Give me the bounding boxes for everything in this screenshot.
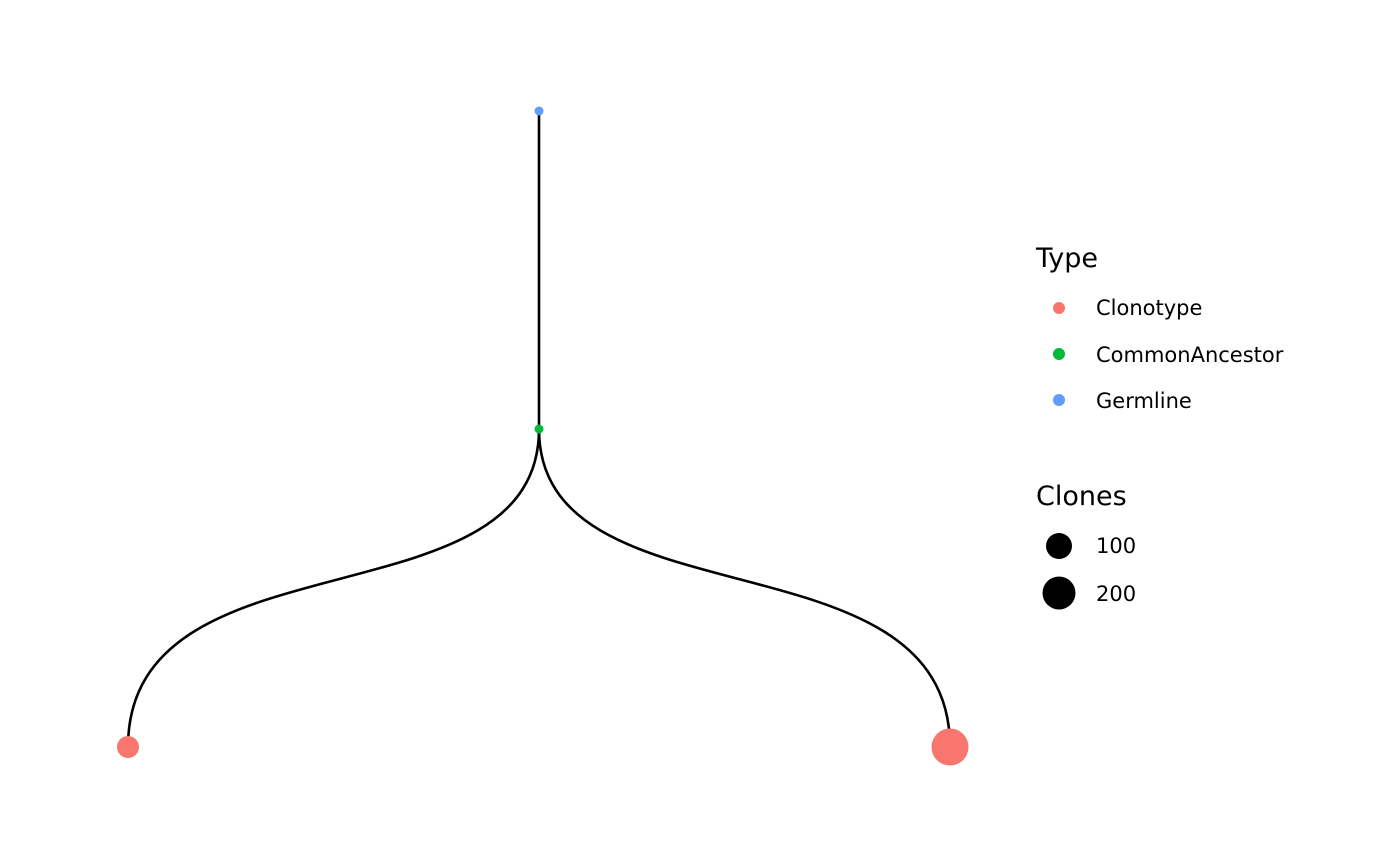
- node-common-ancestor: [534, 424, 544, 434]
- legend-label-germline: Germline: [1096, 389, 1192, 413]
- node-germline: [534, 106, 544, 116]
- legend-size-label-100: 100: [1096, 534, 1136, 558]
- edge-common-ancestor-to-clonotype-1: [126, 428, 541, 748]
- node-clonotype-2: [931, 728, 969, 766]
- tree-edges: [126, 111, 952, 748]
- legend-size-key-200: [1042, 576, 1076, 610]
- clones-legend: Clones 100 200: [1036, 481, 1136, 610]
- legend-key-common-ancestor: [1053, 348, 1065, 360]
- node-clonotype-1: [117, 736, 139, 758]
- type-legend: Type Clonotype CommonAncestor Germline: [1035, 243, 1284, 413]
- type-legend-title: Type: [1035, 243, 1098, 274]
- clones-legend-title: Clones: [1036, 481, 1127, 512]
- legend-label-clonotype: Clonotype: [1096, 296, 1202, 320]
- legend-key-germline: [1053, 394, 1065, 406]
- legend-label-common-ancestor: CommonAncestor: [1096, 343, 1284, 367]
- tree-nodes: [117, 106, 969, 766]
- edge-common-ancestor-to-clonotype-2: [537, 428, 952, 748]
- legend-size-key-100: [1046, 533, 1072, 559]
- legend-key-clonotype: [1053, 302, 1065, 314]
- legend-size-label-200: 200: [1096, 582, 1136, 606]
